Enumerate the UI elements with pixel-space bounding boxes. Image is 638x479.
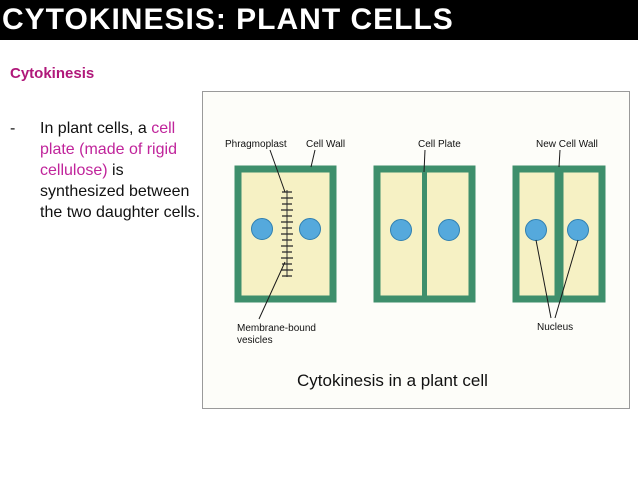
cytokinesis-diagram: Phragmoplast Cell Wall Cell Plate New Ce… (225, 139, 606, 390)
bullet-text-line2: is synthesized between the two daughter … (40, 162, 201, 221)
bullet-text-line1: In plant cells, a (40, 120, 147, 137)
nucleus-2b (438, 219, 460, 241)
bullet-text-highlight: cell plate (made of rigid cellulose) (40, 120, 177, 179)
cell-phragmoplast-stage (234, 165, 337, 303)
nucleus-1a (251, 218, 273, 240)
vesicles-pointer (258, 261, 286, 320)
cell-plate (422, 172, 427, 296)
cell-plate-pointer (423, 149, 426, 173)
new-cell-wall-pointer (558, 149, 561, 168)
nucleus-3a (525, 219, 547, 241)
new-cell-wall-stage (512, 165, 606, 303)
phragmoplast-vesicles (281, 190, 293, 277)
label-cell-wall: Cell Wall (306, 139, 345, 150)
label-new-cell-wall: New Cell Wall (536, 139, 598, 150)
label-vesicles-line2: vesicles (237, 335, 273, 346)
nucleus-2a (390, 219, 412, 241)
phragmoplast-pointer (269, 149, 286, 193)
label-nucleus: Nucleus (537, 322, 573, 333)
cell-wall-pointer (310, 149, 316, 168)
cytokinesis-figure: Phragmoplast Cell Wall Cell Plate New Ce… (202, 91, 630, 409)
bullet-text: In plant cells, a cell plate (made of ri… (40, 118, 205, 223)
nucleus-pointer-b (554, 239, 579, 319)
nucleus-3b (567, 219, 589, 241)
figure-caption: Cytokinesis in a plant cell (297, 371, 488, 390)
subheading: Cytokinesis (10, 65, 95, 82)
label-vesicles-line1: Membrane-bound (237, 323, 316, 334)
slide-title: CYTOKINESIS: PLANT CELLS (0, 0, 638, 40)
nucleus-1b (299, 218, 321, 240)
cell-plate-stage (373, 165, 476, 303)
leader-lines (258, 149, 579, 320)
nucleus-pointer-a (535, 239, 552, 319)
bullet-dash: - (10, 120, 16, 137)
label-phragmoplast: Phragmoplast (225, 139, 287, 150)
label-cell-plate: Cell Plate (418, 139, 461, 150)
